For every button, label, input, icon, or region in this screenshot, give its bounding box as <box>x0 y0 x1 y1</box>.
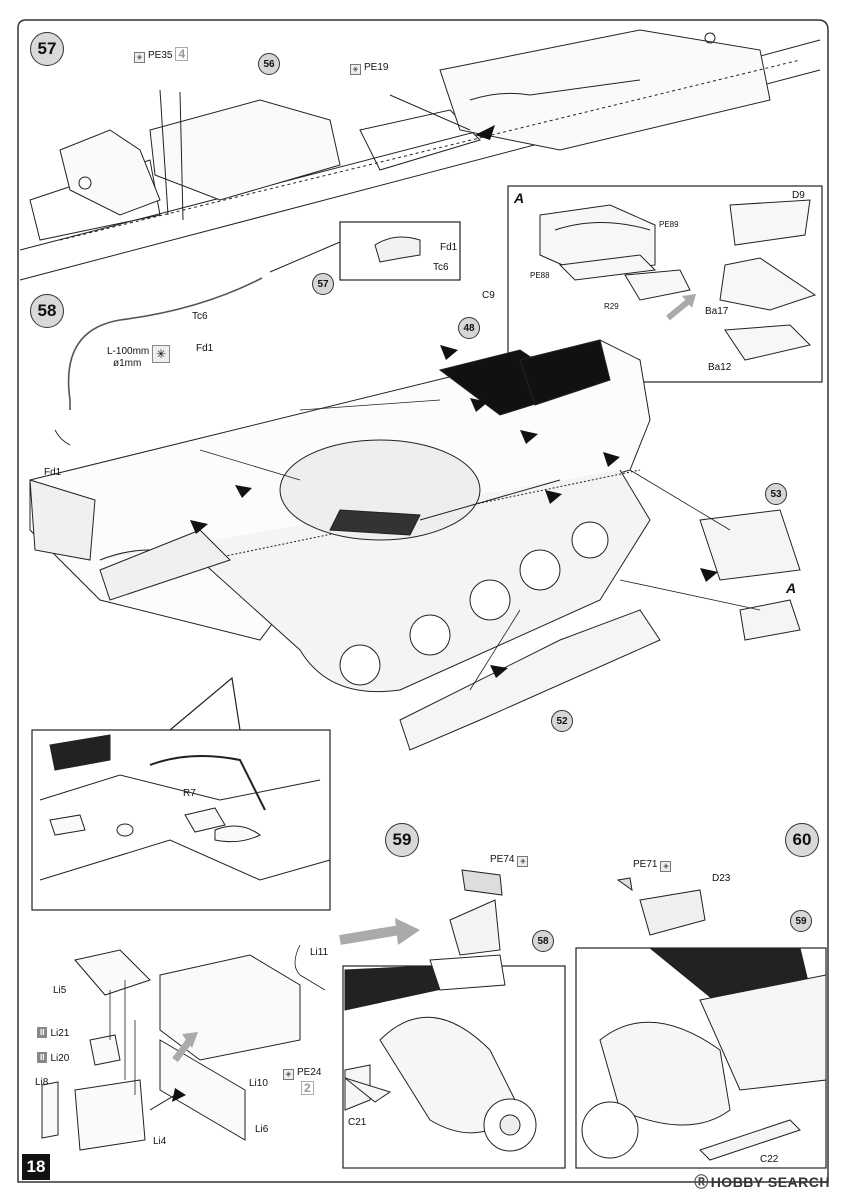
pe24-quantity: 2 <box>298 1081 314 1095</box>
part-label-ba17: Ba17 <box>705 306 729 317</box>
part-label-li5: Li5 <box>53 985 67 996</box>
step-number-59: 59 <box>385 823 419 857</box>
li20-text: Li20 <box>50 1053 70 1064</box>
photo-etch-icon: ◈ <box>134 52 145 63</box>
part-label-pe24: ◈PE24 <box>283 1067 321 1080</box>
ref-step-56: 56 <box>258 53 280 75</box>
part-label-fd1: Fd1 <box>196 343 214 354</box>
part-label-pe74: PE74◈ <box>490 854 531 867</box>
wire-line <box>67 277 263 410</box>
ref-step-53: 53 <box>765 483 787 505</box>
part-label-c21: C21 <box>348 1117 367 1128</box>
part-label-li10: Li10 <box>249 1078 268 1089</box>
part-label-r7: R7 <box>183 788 196 799</box>
quantity-badge: 2 <box>301 1081 314 1095</box>
part-label-pe71: PE71◈ <box>633 859 674 872</box>
pe19-text: PE19 <box>364 62 389 73</box>
part-label-pe19: ◈PE19 <box>350 62 388 75</box>
photo-etch-icon: ◈ <box>283 1069 294 1080</box>
part-label-ba12: Ba12 <box>708 362 732 373</box>
part-label-fd1-end: Fd1 <box>44 467 62 478</box>
wire-diameter-label: ø1mm <box>113 358 142 369</box>
sprue-badge-ii: II <box>37 1052 48 1063</box>
part-label-d9: D9 <box>792 190 805 201</box>
step57-arrows <box>475 125 495 140</box>
step57-hull-drawing <box>19 29 821 281</box>
wire-length-label: L-100mm <box>107 346 150 357</box>
pe24-text: PE24 <box>297 1067 322 1078</box>
photo-etch-icon: ◈ <box>517 856 529 867</box>
part-label-fd1-callout: Fd1 <box>440 242 458 253</box>
li21-text: Li21 <box>50 1028 70 1039</box>
part-label-d23: D23 <box>712 873 731 884</box>
photo-etch-icon: ◈ <box>660 861 672 872</box>
watermark-text: HOBBY SEARCH <box>710 1174 830 1190</box>
ref-step-52: 52 <box>551 710 573 732</box>
ref-step-59: 59 <box>790 910 812 932</box>
ref-step-58: 58 <box>532 930 554 952</box>
quantity-badge: 4 <box>175 47 189 61</box>
step58-tank-drawing <box>29 339 801 751</box>
part-label-r29: R29 <box>604 302 619 311</box>
ref-step-48: 48 <box>458 317 480 339</box>
ref-step-57: 57 <box>312 273 334 295</box>
pe35-text: PE35 <box>148 50 173 61</box>
part-label-c22: C22 <box>760 1154 779 1165</box>
photo-etch-icon: ◈ <box>350 64 361 75</box>
page-number: 18 <box>22 1154 50 1180</box>
part-label-tc6-callout: Tc6 <box>433 262 449 273</box>
part-label-pe89: PE89 <box>659 220 679 229</box>
part-label-li6: Li6 <box>255 1124 269 1135</box>
step-number-58: 58 <box>30 294 64 328</box>
part-label-c9: C9 <box>482 290 495 301</box>
logo-icon: Ⓡ <box>694 1174 709 1190</box>
step-number-57: 57 <box>30 32 64 66</box>
cut-symbol-icon: ✳ <box>152 345 170 363</box>
detail-a-title: A <box>514 190 525 206</box>
part-label-li4: Li4 <box>153 1136 167 1147</box>
callout-mark-a: A <box>786 580 797 596</box>
part-label-li8: Li8 <box>35 1077 49 1088</box>
pe74-text: PE74 <box>490 854 515 865</box>
part-label-tc6: Tc6 <box>192 311 208 322</box>
part-label-li11: Li11 <box>310 947 329 958</box>
li-parts-drawing <box>41 949 301 1151</box>
pe71-text: PE71 <box>633 859 658 870</box>
sprue-badge-ii: II <box>37 1027 48 1038</box>
part-label-pe88: PE88 <box>530 271 550 280</box>
step-number-60: 60 <box>785 823 819 857</box>
